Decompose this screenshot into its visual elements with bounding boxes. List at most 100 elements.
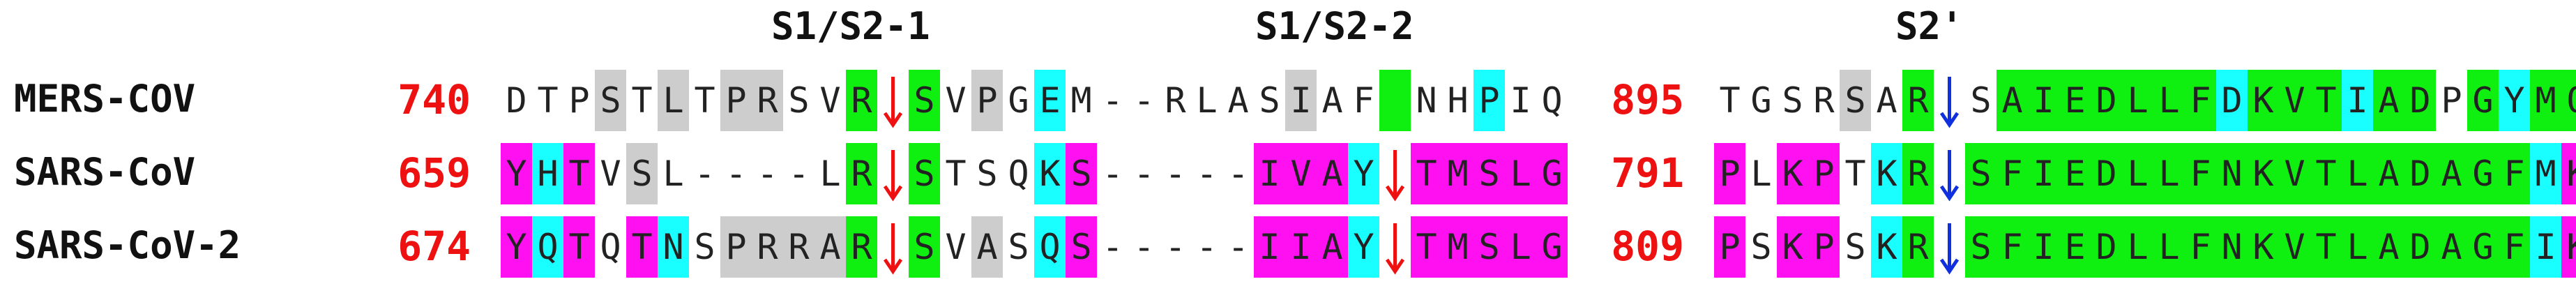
residue: M — [1447, 227, 1469, 267]
conservation-highlight — [2279, 216, 2310, 278]
residue: A — [1321, 227, 1343, 267]
conservation-highlight — [2059, 216, 2091, 278]
residue: S — [1970, 227, 1992, 267]
residue: F — [2190, 153, 2211, 194]
residue: P — [1813, 153, 1835, 194]
residue: K — [2252, 153, 2274, 194]
conservation-highlight — [1902, 143, 1934, 204]
conservation-highlight — [2561, 70, 2576, 131]
conservation-highlight — [2028, 216, 2059, 278]
conservation-highlight — [2216, 143, 2248, 204]
residue: N — [2221, 227, 2243, 267]
conservation-highlight — [1997, 216, 2028, 278]
conservation-highlight — [2059, 70, 2091, 131]
alignment-gap: - — [788, 153, 810, 194]
alignment-gap: - — [1227, 153, 1249, 194]
residue: V — [945, 80, 967, 121]
conservation-highlight — [2153, 70, 2185, 131]
conservation-highlight — [2028, 70, 2059, 131]
residue: Q — [1008, 153, 1029, 194]
start-position-mers-block2: 895 — [1611, 76, 1684, 123]
conservation-highlight — [2310, 70, 2342, 131]
residue: P — [1813, 227, 1835, 267]
sequence-name-sars-cov-2: SARS-CoV-2 — [14, 223, 241, 267]
residue: R — [788, 227, 810, 267]
residue: N — [2221, 153, 2243, 194]
residue: V — [600, 153, 621, 194]
conservation-highlight — [2530, 70, 2561, 131]
residue: I — [1259, 153, 1280, 194]
residue: Q — [2561, 70, 2576, 131]
residue: A — [1876, 80, 1897, 121]
residue: S — [1478, 227, 1500, 267]
start-position-sars-block2: 791 — [1611, 149, 1684, 197]
conservation-highlight — [1714, 143, 1745, 204]
residue: L — [1510, 153, 1531, 194]
conservation-highlight — [1777, 143, 1808, 204]
conservation-highlight — [1871, 216, 1902, 278]
residue: F — [2503, 153, 2525, 194]
residue: R — [851, 227, 872, 267]
conservation-highlight — [1442, 143, 1473, 204]
conservation-highlight — [909, 216, 940, 278]
residue: G — [2472, 227, 2494, 267]
residue: V — [2284, 80, 2305, 121]
residue: T — [945, 153, 967, 194]
residue: Y — [506, 227, 527, 267]
residue: L — [2127, 80, 2149, 121]
residue: V — [1290, 153, 1312, 194]
residue: V — [2284, 153, 2305, 194]
residue: L — [2158, 227, 2180, 267]
alignment-gap: - — [1102, 153, 1123, 194]
residue: P — [976, 80, 998, 121]
conservation-highlight — [1285, 143, 1317, 204]
conservation-highlight — [971, 70, 1003, 131]
residue: S — [694, 227, 715, 267]
conservation-highlight — [1777, 216, 1808, 278]
residue: L — [2158, 80, 2180, 121]
conservation-highlight — [2153, 143, 2185, 204]
residue: T — [537, 80, 559, 121]
residue: P — [1719, 227, 1741, 267]
residue: F — [2503, 227, 2525, 267]
residue: Y — [1353, 227, 1374, 267]
residue: Q — [1039, 227, 1061, 267]
conservation-highlight — [626, 143, 658, 204]
residue: A — [2441, 227, 2462, 267]
conservation-highlight — [2436, 143, 2467, 204]
conservation-highlight — [563, 143, 595, 204]
conservation-highlight — [2499, 70, 2530, 131]
conservation-highlight — [2279, 70, 2310, 131]
residue: K — [1782, 153, 1803, 194]
residue: S — [1782, 80, 1803, 121]
cleavage-arrow-s1-s2-1 — [877, 216, 909, 278]
conservation-highlight — [2248, 216, 2279, 278]
conservation-highlight — [909, 143, 940, 204]
header-s1-s2-1: S1/S2-1 — [771, 4, 930, 48]
conservation-highlight — [2028, 143, 2059, 204]
residue: M — [2535, 153, 2556, 194]
residue: A — [2441, 153, 2462, 194]
conservation-highlight — [1965, 216, 1997, 278]
conservation-highlight — [1317, 216, 1348, 278]
residue: G — [1008, 80, 1029, 121]
conservation-highlight — [752, 70, 783, 131]
residue: E — [2064, 80, 2086, 121]
conservation-highlight — [1254, 216, 1285, 278]
conservation-highlight — [2342, 216, 2373, 278]
residue: S — [1970, 80, 1992, 121]
conservation-highlight — [2373, 70, 2404, 131]
residue: F — [2001, 227, 2023, 267]
residue: L — [2127, 153, 2149, 194]
residue: S — [600, 80, 621, 121]
residue: Y — [506, 153, 527, 194]
residue: V — [819, 80, 841, 121]
conservation-highlight — [1997, 143, 2028, 204]
conservation-highlight — [2404, 70, 2436, 131]
conservation-highlight — [2059, 143, 2091, 204]
residue: N — [1416, 80, 1437, 121]
conservation-highlight — [1902, 216, 1934, 278]
alignment-gap: - — [1133, 153, 1155, 194]
residue: T — [631, 80, 653, 121]
conservation-highlight — [1066, 143, 1097, 204]
